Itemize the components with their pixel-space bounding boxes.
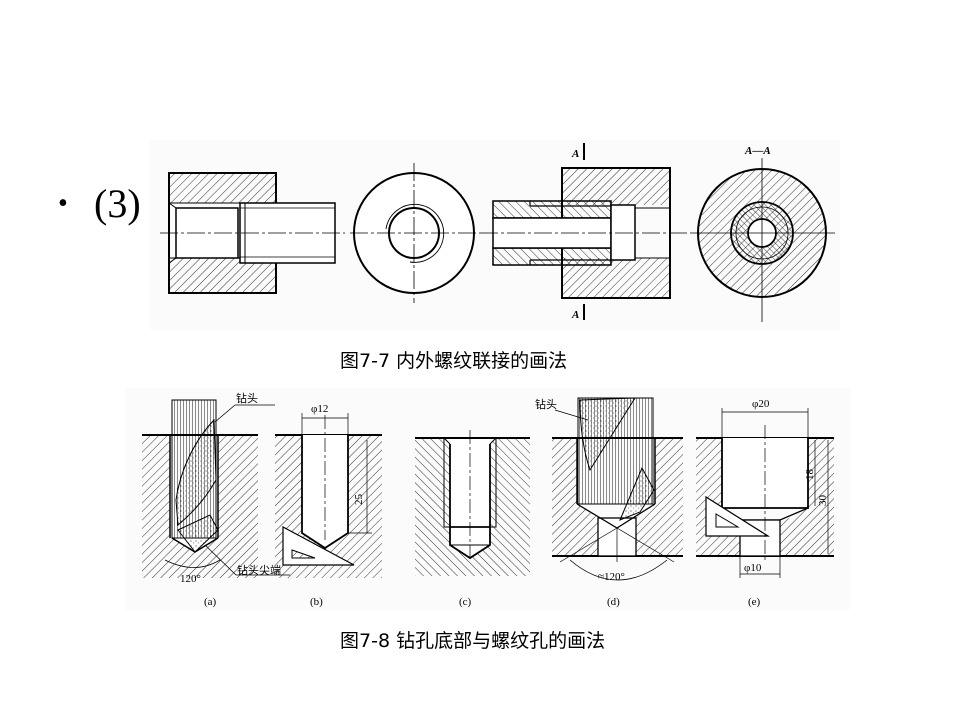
bullet-text: (3) (94, 181, 141, 226)
fig7-8-panel-a-drilling (142, 399, 290, 578)
panel-d-label: (d) (607, 596, 620, 608)
panel-e-depth-2: 30 (817, 495, 829, 507)
panel-b-diameter: φ12 (311, 403, 328, 415)
figure-7-7-caption: 图7-7 内外螺纹联接的画法 (340, 350, 568, 372)
panel-d-drill-callout: 钻头 (535, 397, 557, 411)
section-marker-top: A (571, 148, 579, 160)
fig7-7-view3-assembly-section (480, 143, 690, 320)
fig7-8-panel-c-threaded-hole (415, 430, 530, 576)
panel-a-tip-callout: 钻头尖端 (237, 563, 281, 577)
bullet-point: • (58, 188, 68, 219)
figure-7-8-caption: 图7-8 钻孔底部与螺纹孔的画法 (340, 630, 606, 652)
panel-e-diameter-top: φ20 (752, 398, 770, 410)
fig7-8-panel-e-stepped-hole (696, 408, 834, 578)
section-view-label: A—A (744, 145, 771, 157)
panel-a-angle: 120° (180, 573, 201, 585)
panel-b-label: (b) (310, 596, 323, 608)
panel-d-angle: ≈120° (598, 571, 625, 583)
panel-c-label: (c) (459, 596, 472, 608)
section-marker-bottom: A (571, 309, 579, 321)
panel-e-label: (e) (748, 596, 761, 608)
fig7-8-panel-b-drilled-hole (275, 413, 382, 578)
panel-a-label: (a) (204, 596, 217, 608)
fig7-7-view2-end-view (350, 163, 480, 303)
panel-e-diameter-bottom: φ10 (744, 562, 762, 574)
fig7-7-view1-internal-thread (160, 172, 345, 294)
panel-e-depth-1: 18 (804, 469, 816, 481)
fig7-8-panel-d-stepped-drilling (552, 397, 683, 581)
panel-a-drill-callout: 钻头 (236, 391, 258, 405)
fig7-7-view4-section-a-a (690, 158, 835, 322)
panel-b-depth: 25 (353, 494, 365, 506)
